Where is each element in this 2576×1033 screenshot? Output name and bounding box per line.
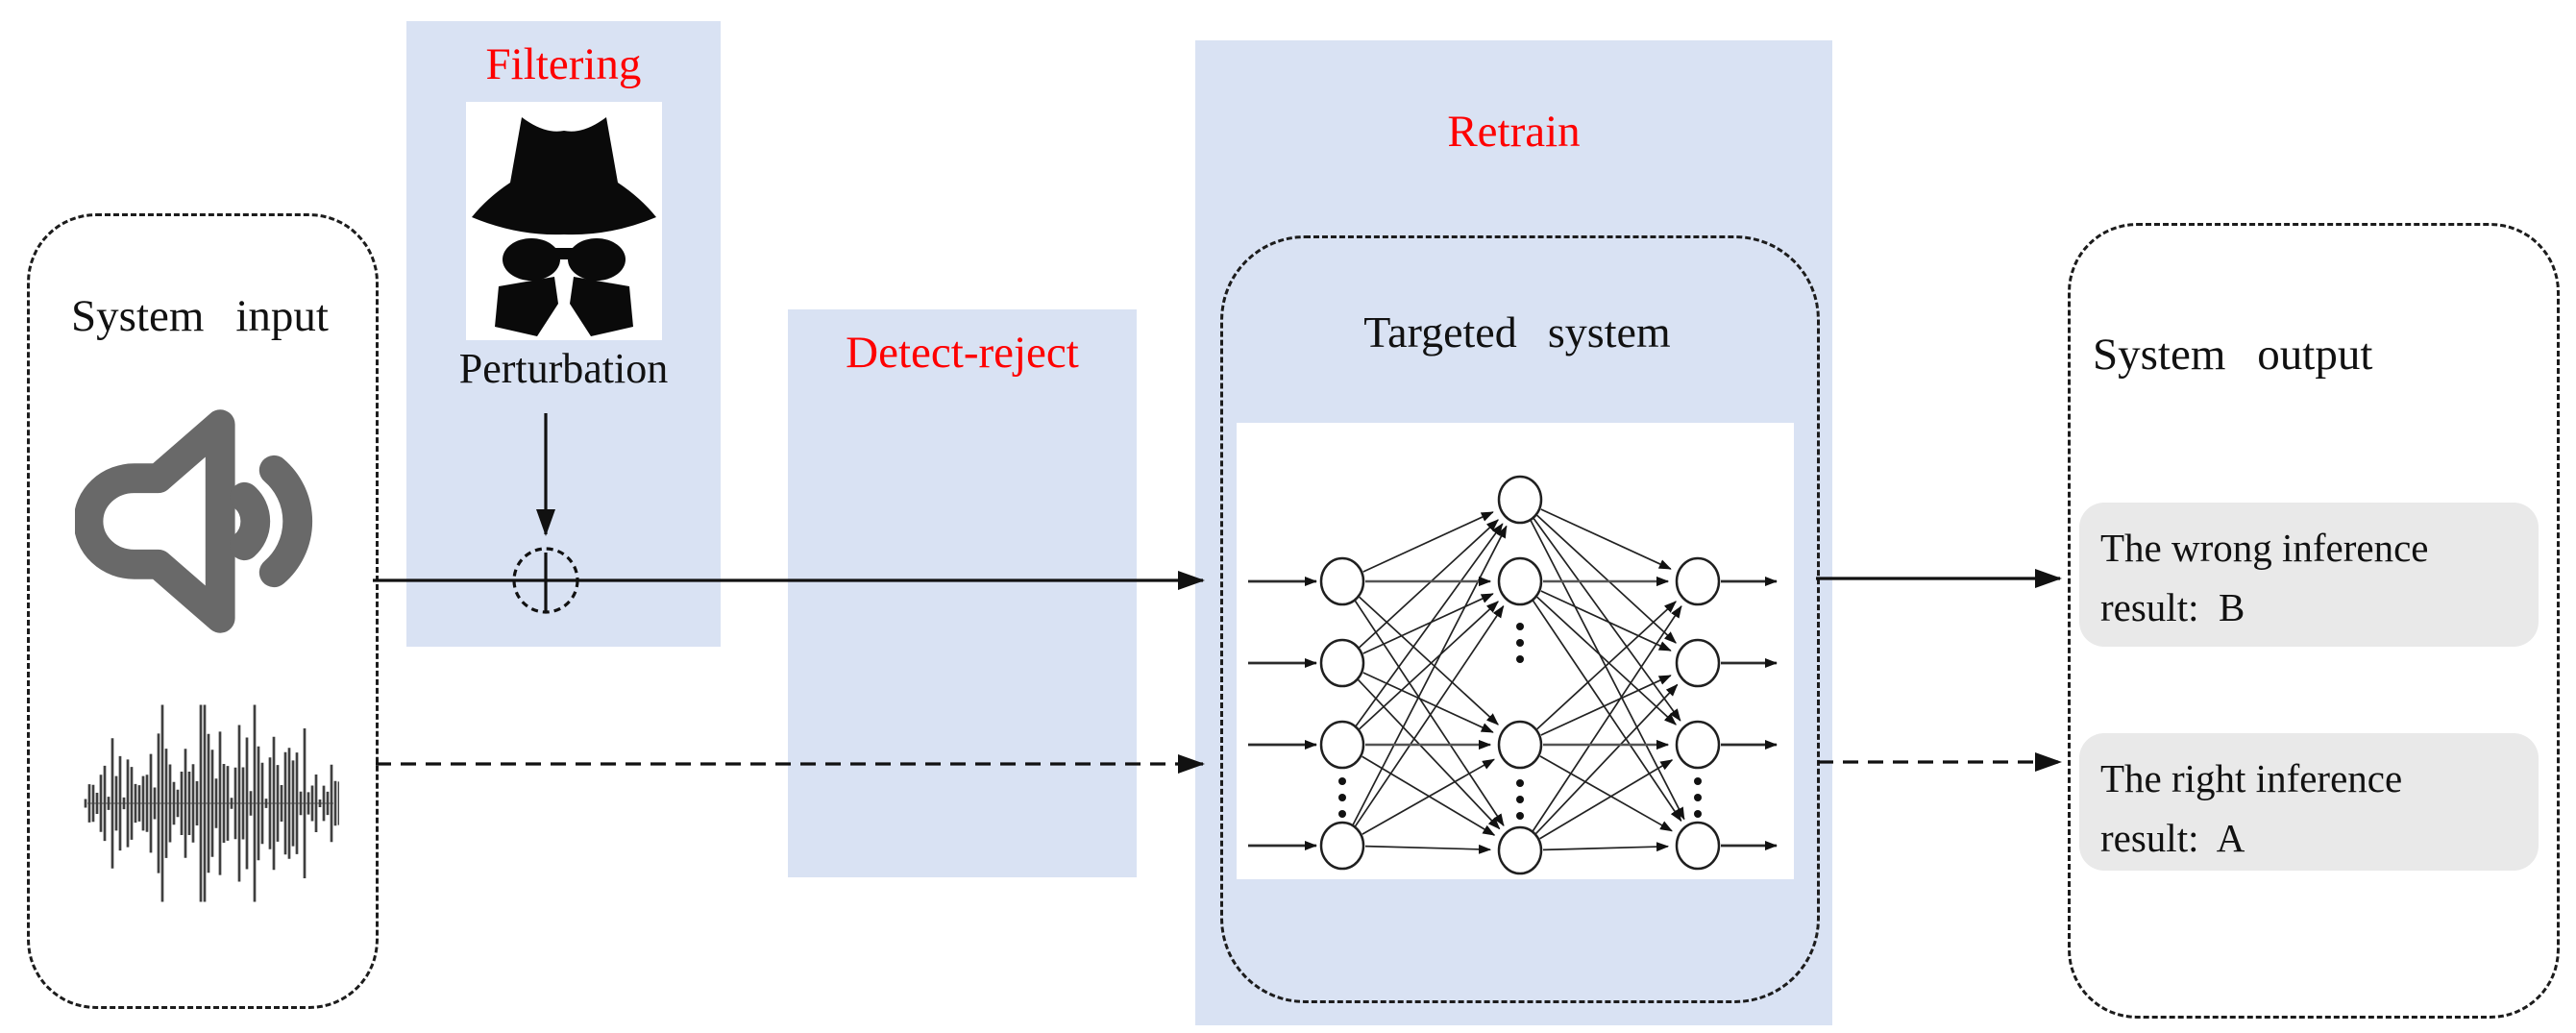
retrain-label: Retrain xyxy=(1447,107,1581,157)
right-result-card: The right inference result: A xyxy=(2079,733,2539,871)
filtering-label: Filtering xyxy=(485,39,642,89)
perturbation-label: Perturbation xyxy=(458,345,669,392)
right-result-line1: The right inference xyxy=(2100,756,2403,800)
wrong-result-card: The wrong inference result: B xyxy=(2079,503,2539,647)
spy-attacker-icon xyxy=(466,102,662,340)
right-result-line2: result: A xyxy=(2100,816,2245,860)
system-output-panel xyxy=(2068,223,2560,1019)
detect-reject-label: Detect-reject xyxy=(846,328,1079,378)
wrong-result-line2: result: B xyxy=(2100,585,2245,629)
wrong-result-line1: The wrong inference xyxy=(2100,526,2429,570)
system-input-panel xyxy=(27,213,379,1009)
speaker-icon xyxy=(75,409,313,633)
targeted-system-title: Targeted system xyxy=(1363,307,1671,357)
detect-reject-panel xyxy=(788,309,1137,877)
neural-network-diagram xyxy=(1248,475,1778,875)
neural-network-panel xyxy=(1237,423,1794,879)
system-output-title: System output xyxy=(2093,330,2373,380)
system-input-title: System input xyxy=(71,291,329,341)
audio-waveform-icon xyxy=(84,704,339,902)
targeted-system-box xyxy=(1220,235,1820,1003)
spy-incognito-icon xyxy=(472,117,656,336)
